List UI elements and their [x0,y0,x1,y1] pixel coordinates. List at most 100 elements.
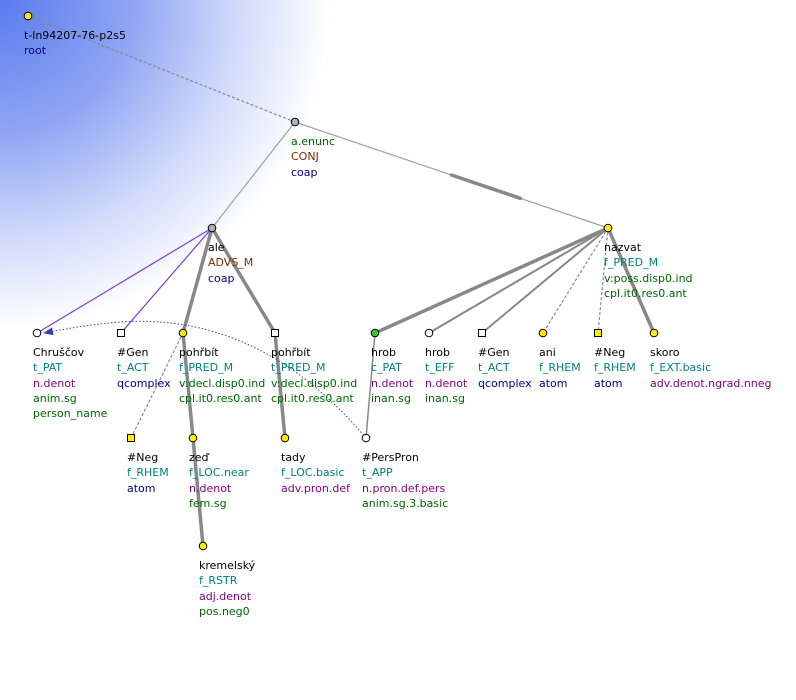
label-pohrbit1-line-0: pohřbít [179,346,219,359]
edge-ale-pohrbit1 [181,226,214,335]
label-neg1-line-0: #Neg [127,451,159,464]
label-hrob1-line-3: inan.sg [371,391,411,405]
node-chruscov[interactable] [32,328,42,338]
label-perspron-line-0: #PersPron [362,451,419,464]
edge-layer [27,15,656,548]
label-chruscov-line-4: person_name [33,407,108,421]
node-layer [23,11,659,551]
edge-enunc-ale [211,121,296,229]
edge-ale-gen1 [120,227,213,334]
label-tady-line-1: f_LOC.basic [281,466,345,480]
label-kremelsky-line-2: adj.denot [199,589,252,603]
label-zed-line-2: n.denot [189,481,232,495]
label-chruscov-line-0: Chruščov [33,346,85,359]
node-pohrbit1[interactable] [178,328,188,338]
label-neg2-line-2: atom [594,376,623,390]
label-ale-line-2: coap [208,271,235,285]
node-skoro[interactable] [649,328,659,338]
label-pohrbit1-line-2: v:decl.disp0.ind [179,376,266,390]
label-enunc-line-2: coap [291,165,318,179]
node-enunc[interactable] [290,117,300,127]
node-hrob1[interactable] [370,328,380,338]
node-neg1[interactable] [127,434,135,442]
label-kremelsky-line-3: pos.neg0 [199,604,250,618]
node-hrob2[interactable] [424,328,434,338]
label-skoro-line-0: skoro [650,346,680,359]
label-pohrbit2-line-0: pohřbít [271,346,311,359]
label-ani-line-0: ani [539,346,556,359]
edge-nazvat-hrob1 [373,226,610,335]
label-nazvat-line-3: cpl.it0.res0.ant [604,286,687,300]
label-root-line-1: root [24,44,47,58]
edge-nazvat-skoro [606,226,656,335]
label-pohrbit2-line-2: v:decl.disp0.ind [271,376,358,390]
node-neg2[interactable] [594,329,602,337]
label-skoro-line-2: adv.denot.ngrad.nneg [650,376,772,390]
label-hrob1-line-1: c_PAT [371,361,402,375]
node-pohrbit2[interactable] [271,329,279,337]
node-kremelsky[interactable] [198,541,208,551]
label-gen1-line-1: t_ACT [117,361,149,375]
label-root: t-ln94207-76-p2s5 root [24,28,126,59]
label-gen1-line-2: qcomplex [117,376,171,390]
label-ale-line-1: ADVS_M [208,256,254,270]
edge-pohrbit2-tady [273,331,287,440]
label-pohrbit2-line-1: t_PRED_M [271,361,326,375]
label-gen2-line-2: qcomplex [478,376,532,390]
node-ani[interactable] [538,328,548,338]
node-nazvat[interactable] [603,223,613,233]
edge-pohrbit1-neg1 [130,332,184,439]
label-neg2-line-1: f_RHEM [594,361,636,375]
node-root[interactable] [23,11,33,21]
edge-hrob1-perspron [365,332,376,439]
label-tady-line-0: tady [281,451,306,464]
label-tady-line-2: adv.pron.def [281,481,350,495]
label-zed-line-0: zeď [189,451,209,464]
label-nazvat-line-1: f_PRED_M [604,256,659,270]
label-pohrbit2-line-3: cpl.it0.res0.ant [271,391,354,405]
node-ale[interactable] [207,223,217,233]
label-perspron-line-2: n.pron.def.pers [362,481,446,495]
label-ani-line-2: atom [539,376,568,390]
label-nazvat-line-0: nazvat [604,241,642,254]
label-gen2-line-1: t_ACT [478,361,510,375]
label-neg1-line-1: f_RHEM [127,466,169,480]
label-kremelsky-line-1: f_RSTR [199,574,238,588]
node-gen1[interactable] [117,329,125,337]
label-neg2-line-0: #Neg [594,346,626,359]
edge-nazvat-hrob2 [428,227,609,334]
node-zed[interactable] [188,433,198,443]
label-enunc-line-1: CONJ [291,150,319,164]
node-perspron[interactable] [361,433,371,443]
edge-nazvat-gen2 [481,227,609,334]
label-nazvat-line-2: v:poss.disp0.ind [604,271,693,285]
node-tady[interactable] [280,433,290,443]
label-kremelsky-line-0: kremelský [199,559,256,572]
label-chruscov-line-1: t_PAT [33,361,63,375]
label-root-line-0: t-ln94207-76-p2s5 [24,29,126,42]
node-gen2[interactable] [478,329,486,337]
label-ani-line-1: f_RHEM [539,361,581,375]
edge-ale-chruscov [36,227,213,334]
label-ale-line-0: ale [208,241,225,254]
edge-ale-pohrbit2 [210,226,277,335]
label-perspron-line-3: anim.sg.3.basic [362,496,449,510]
label-zed-line-3: fem.sg [189,496,227,510]
label-hrob1-line-0: hrob [371,346,396,359]
